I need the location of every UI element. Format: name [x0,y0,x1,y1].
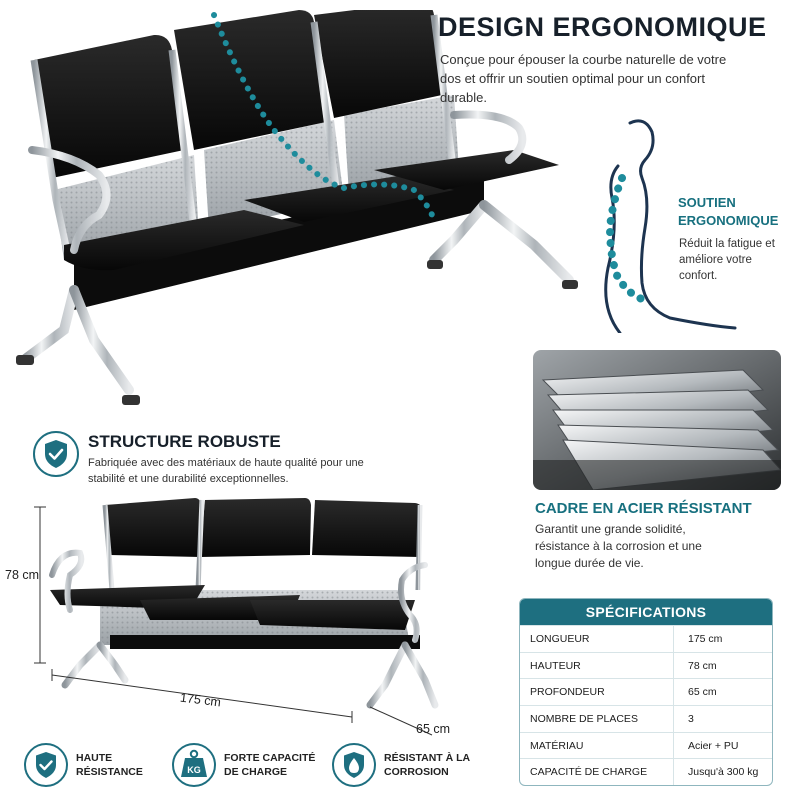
height-label: 78 cm [5,568,40,582]
spec-key: HAUTEUR [520,652,674,679]
cadre-title: CADRE EN ACIER RÉSISTANT [535,500,752,517]
specs-table: SPÉCIFICATIONS LONGUEUR 175 cm HAUTEUR 7… [519,598,773,787]
kg-text: KG [187,765,201,775]
spec-key: LONGUEUR [520,626,674,652]
spec-value: 78 cm [688,659,717,672]
table-row: NOMBRE DE PLACES 3 [520,705,772,732]
spec-value: 3 [688,712,694,725]
feature-label: FORTE CAPACITÉ DE CHARGE [224,752,316,778]
table-row: LONGUEUR 175 cm [520,625,772,652]
feature-label: RÉSISTANT À LA CORROSION [384,752,470,778]
structure-title: STRUCTURE ROBUSTE [88,432,281,451]
table-row: PROFONDEUR 65 cm [520,678,772,706]
page-description: Conçue pour épouser la courbe naturelle … [440,52,727,105]
depth-label: 65 cm [416,722,451,736]
shield-check-icon [33,431,79,477]
structure-description: Fabriquée avec des matériaux de haute qu… [88,457,364,485]
bench-main-image [16,10,578,405]
spec-key: NOMBRE DE PLACES [520,706,674,732]
soutien-description: Réduit la fatigue et améliore votre conf… [679,238,775,282]
spec-value: 175 cm [688,632,723,645]
spec-key: PROFONDEUR [520,679,674,706]
shield-check-icon [24,743,68,787]
spec-key: MATÉRIAU [520,732,674,759]
spec-value: Acier + PU [688,739,739,752]
shield-check-icon [332,743,376,787]
spec-value: Jusqu'à 300 kg [688,766,759,779]
feature-forte-capacite: KG FORTE CAPACITÉ DE CHARGE [172,742,319,788]
page-title: DESIGN ERGONOMIQUE [438,12,767,42]
soutien-title: SOUTIEN ERGONOMIQUE [678,195,779,228]
bench-dimensions-image [49,498,439,709]
cadre-description: Garantit une grande solidité, résistance… [535,522,702,570]
spec-value: 65 cm [688,686,717,699]
specs-title: SPÉCIFICATIONS [520,599,772,625]
table-row: CAPACITÉ DE CHARGE Jusqu'à 300 kg [520,758,772,786]
feature-resistant-corrosion: RÉSISTANT À LA CORROSION [332,742,479,788]
table-row: MATÉRIAU Acier + PU [520,731,772,759]
feature-haute-resistance: HAUTE RÉSISTANCE [24,742,156,788]
spine-silhouette-icon [604,119,737,333]
feature-label: HAUTE RÉSISTANCE [76,752,143,778]
spec-key: CAPACITÉ DE CHARGE [520,759,674,786]
kg-weight-icon: KG [172,743,216,787]
steel-frame-image [533,350,781,490]
dimension-lines [34,506,433,736]
table-row: HAUTEUR 78 cm [520,651,772,679]
